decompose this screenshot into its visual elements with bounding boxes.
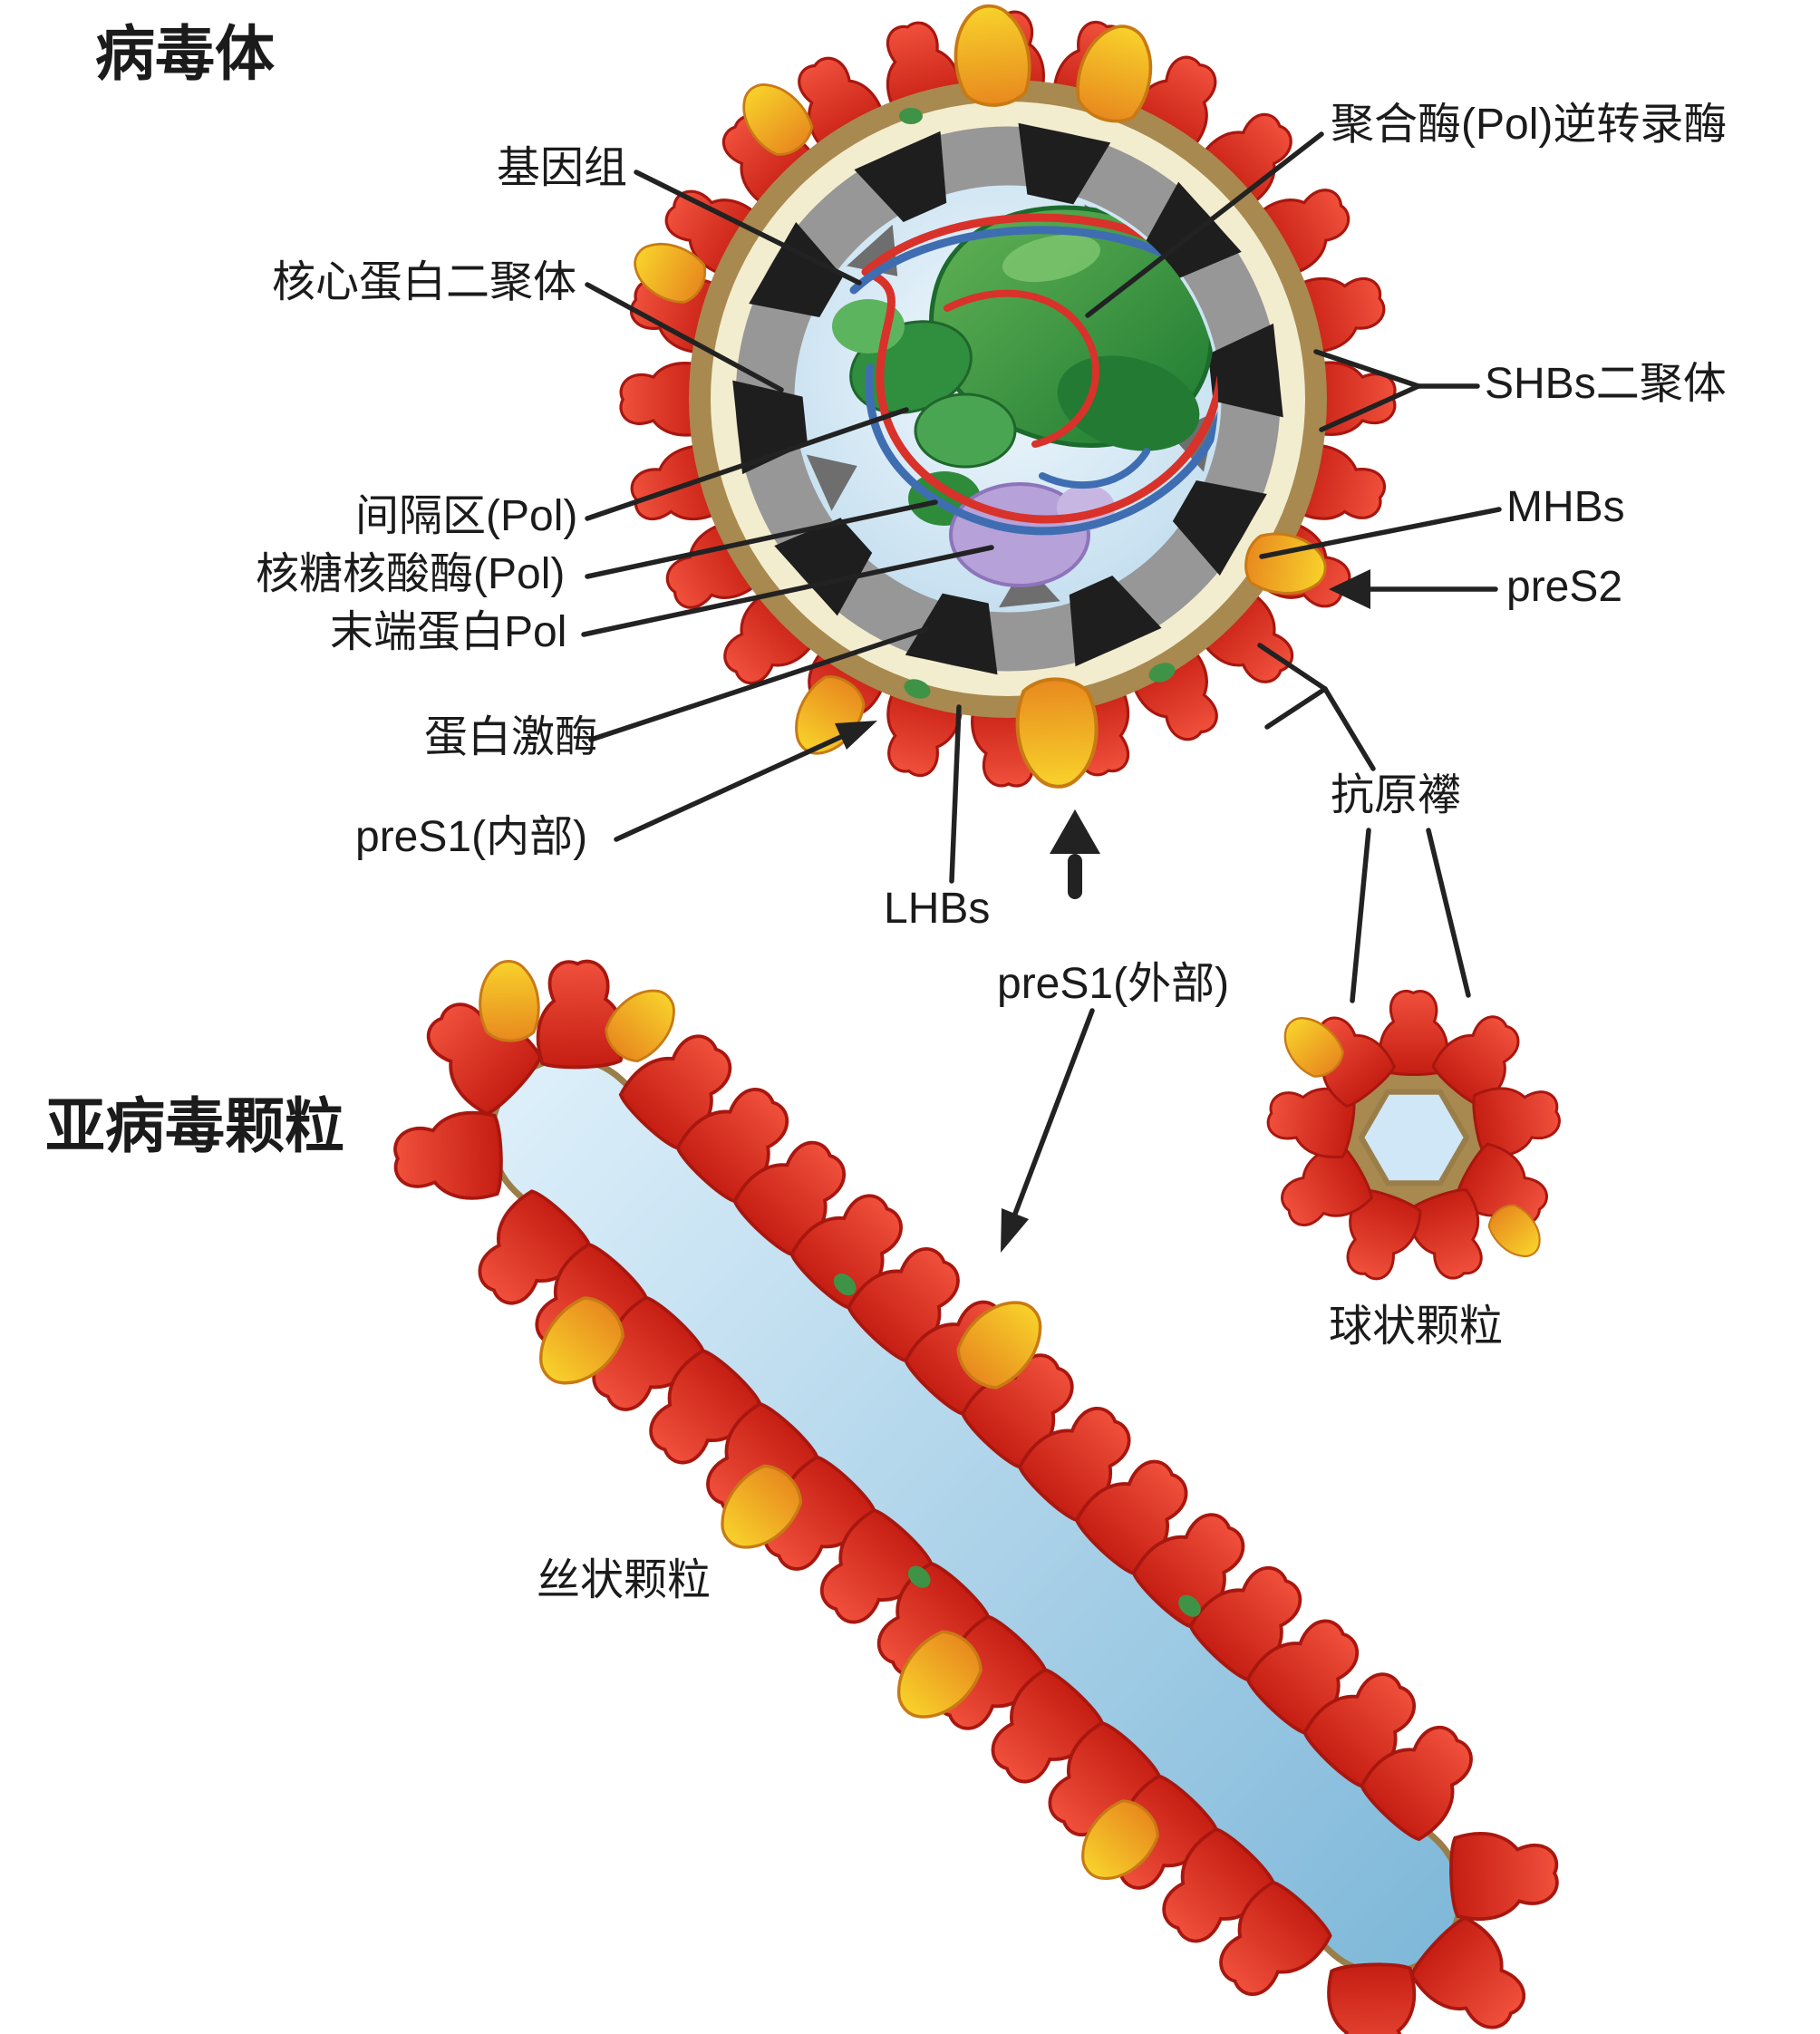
sphere-lumen	[1358, 1089, 1470, 1186]
label-lhbs: LHBs	[884, 885, 991, 933]
filament-diagram	[392, 958, 1561, 2034]
label-mhbs: MHBs	[1506, 483, 1625, 531]
label-spherical-particle: 球状颗粒	[1329, 1303, 1504, 1351]
arrowhead-pres1-external	[1001, 1208, 1029, 1253]
label-polymerase-rt: 聚合酶(Pol)逆转录酶	[1331, 101, 1728, 149]
leader-terminal-protein	[581, 545, 994, 637]
leader-lhbs	[949, 704, 962, 884]
label-rnase-pol: 核糖核酸酶(Pol)	[256, 550, 566, 598]
leader-genome	[634, 170, 862, 286]
label-pres2: preS2	[1506, 563, 1623, 611]
arrowheads	[835, 569, 1370, 1253]
spherical-particle-diagram	[1262, 989, 1566, 1289]
leader-antigenic-loop-upper	[1257, 643, 1376, 771]
genome-strands	[849, 213, 1218, 536]
virion-pres-blobs	[624, 0, 1331, 789]
label-pres1-internal: preS1(内部)	[355, 813, 588, 861]
leader-core-protein-dimer	[585, 282, 784, 392]
leader-polymerase-rt	[1085, 131, 1324, 318]
label-antigenic-loop: 抗原襻	[1331, 771, 1462, 819]
label-shbs-dimer: SHBs二聚体	[1485, 360, 1727, 408]
label-spacer-pol: 间隔区(Pol)	[355, 492, 578, 540]
arrowhead-pres2	[1329, 569, 1370, 609]
label-filamentous-particle: 丝状颗粒	[537, 1556, 712, 1604]
virion-title: 病毒体	[95, 20, 275, 87]
filament-pres-blobs	[477, 958, 1201, 1895]
label-terminal-protein-pol: 末端蛋白Pol	[330, 608, 567, 656]
arrowhead-pres1-internal	[835, 721, 877, 750]
virion-capsid-ring	[732, 122, 1283, 675]
virion-core-contents	[832, 205, 1218, 587]
leader-mhbs	[1259, 507, 1502, 559]
label-core-protein-dimer: 核心蛋白二聚体	[272, 258, 577, 306]
leader-spacer	[585, 407, 909, 521]
label-protein-kinase: 蛋白激酶	[424, 713, 599, 761]
leader-rnase	[585, 499, 938, 579]
label-pres1-external: preS1(外部)	[997, 960, 1230, 1008]
leader-pres1-external	[1012, 1008, 1095, 1216]
arrowhead-up-arrow	[1050, 809, 1100, 854]
subviral-title: 亚病毒颗粒	[45, 1092, 344, 1159]
label-genome: 基因组	[497, 144, 628, 192]
leader-lines	[581, 131, 1502, 1216]
leader-pres1-internal	[614, 733, 846, 842]
virion-diagram	[619, 0, 1397, 789]
leader-protein-kinase	[588, 626, 929, 742]
leader-shbs-fork	[1313, 349, 1480, 432]
leader-antigenic-loop-lower	[1350, 828, 1471, 1003]
